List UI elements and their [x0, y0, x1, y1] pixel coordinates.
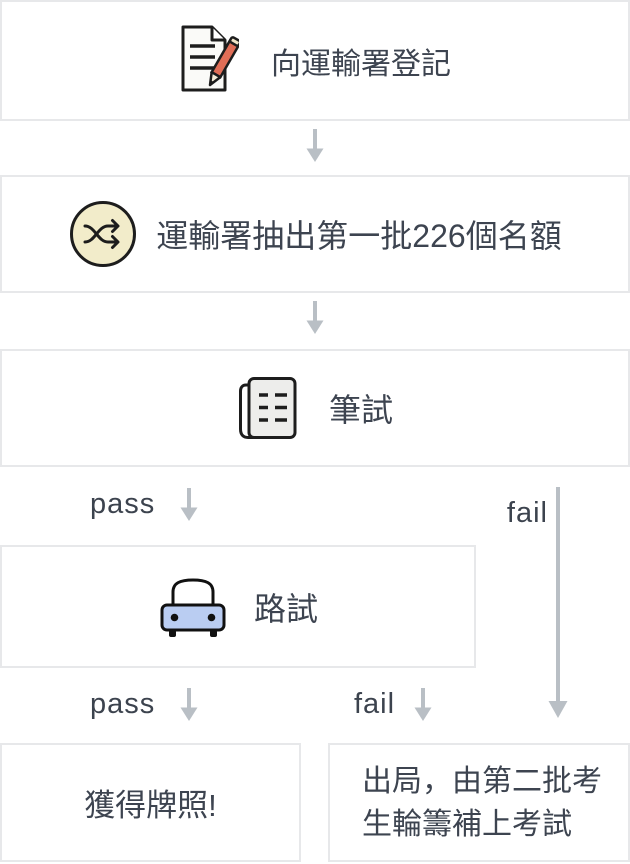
- out-label: 出局，由第二批考 生輪籌補上考試: [362, 760, 602, 846]
- flow-outcome-out: 出局，由第二批考 生輪籌補上考試: [328, 743, 630, 862]
- draw-label: 運輸署抽出第一批226個名額: [156, 218, 562, 254]
- edge-label-written-fail: fail: [506, 497, 548, 529]
- flow-step-draw: 運輸署抽出第一批226個名額: [0, 175, 630, 293]
- out-label-line1: 出局，由第二批考: [362, 764, 602, 798]
- shuffle-icon: [70, 201, 137, 267]
- edge-label-written-pass: pass: [90, 488, 156, 520]
- down-arrow-icon: [306, 301, 324, 334]
- down-arrow-icon: [180, 488, 198, 521]
- car-icon: [160, 577, 226, 637]
- edge-label-road-fail: fail: [354, 688, 396, 720]
- down-arrow-icon: [414, 688, 432, 721]
- register-label: 向運輸署登記: [271, 47, 451, 81]
- newspaper-icon: [238, 377, 297, 439]
- flow-step-written-test: 筆試: [0, 349, 630, 467]
- document-pencil-icon: [181, 25, 239, 91]
- flow-outcome-license: 獲得牌照!: [0, 743, 301, 862]
- down-arrow-icon: [180, 688, 198, 721]
- down-arrow-icon: [306, 129, 324, 162]
- edge-label-road-pass: pass: [90, 688, 156, 720]
- out-label-line2: 生輪籌補上考試: [362, 807, 572, 841]
- written-test-label: 筆試: [328, 392, 393, 428]
- long-down-arrow-icon: [548, 487, 568, 718]
- flow-step-register: 向運輸署登記: [0, 0, 630, 121]
- flow-step-road-test: 路試: [0, 545, 476, 668]
- road-test-label: 路試: [253, 590, 318, 627]
- license-label: 獲得牌照!: [84, 788, 217, 823]
